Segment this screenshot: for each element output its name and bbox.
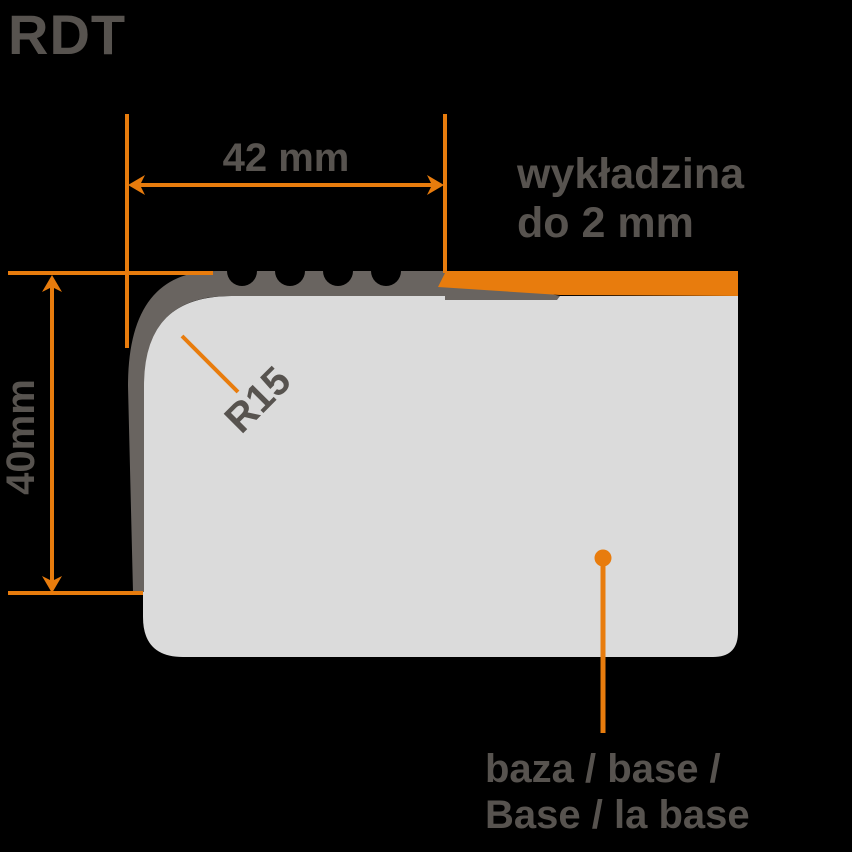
base-leader-dot — [594, 549, 612, 567]
tread-notch — [227, 256, 257, 286]
base-label-line1: baza / base / — [485, 747, 721, 791]
width-arrow-left — [128, 175, 145, 195]
product-title: RDT — [8, 3, 127, 66]
radius-leader-line — [180, 334, 240, 394]
covering-label-line1: wykładzina — [517, 150, 745, 198]
tread-notch — [323, 256, 353, 286]
width-dimension-label: 42 mm — [222, 136, 350, 180]
tread-layer-shape — [128, 271, 560, 592]
covering-label-line2: do 2 mm — [517, 199, 694, 247]
base-label: baza / base / Base / la base — [485, 746, 750, 838]
tread-notch — [275, 256, 305, 286]
width-arrow-right — [427, 175, 444, 195]
base-shape — [143, 296, 738, 657]
height-arrow-down — [42, 576, 62, 593]
tread-notch — [371, 256, 401, 286]
covering-layer-shape — [438, 271, 738, 296]
height-arrow-up — [42, 275, 62, 292]
base-label-line2: Base / la base — [485, 793, 750, 837]
height-dimension-label: 40mm — [0, 379, 43, 495]
covering-label: wykładzina do 2 mm — [517, 150, 744, 248]
